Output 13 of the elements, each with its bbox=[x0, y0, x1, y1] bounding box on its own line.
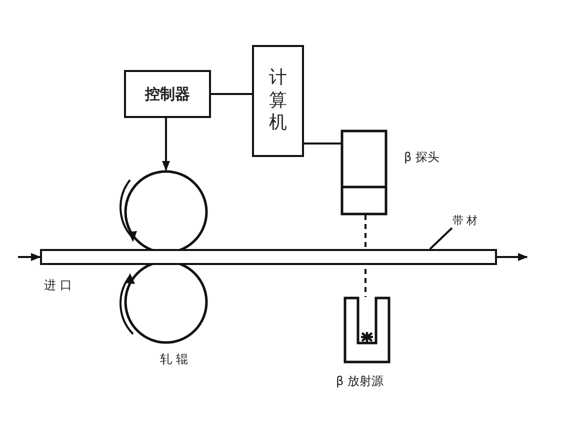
component-label: β 放射源 bbox=[336, 373, 384, 390]
component-label: β 探头 bbox=[404, 149, 440, 166]
connector-line bbox=[304, 142, 341, 144]
leader-line bbox=[429, 227, 453, 250]
connector-line bbox=[497, 253, 528, 261]
connector-line bbox=[162, 118, 170, 171]
connector-line bbox=[211, 93, 252, 95]
connector-line bbox=[18, 253, 41, 261]
strip-label: 带 材 bbox=[438, 212, 492, 230]
block-box: 控制器 bbox=[124, 70, 211, 118]
block-box: 计算机 bbox=[252, 45, 304, 157]
component-label: 进 口 bbox=[44, 277, 72, 294]
component-label: 轧 辊 bbox=[160, 351, 189, 368]
